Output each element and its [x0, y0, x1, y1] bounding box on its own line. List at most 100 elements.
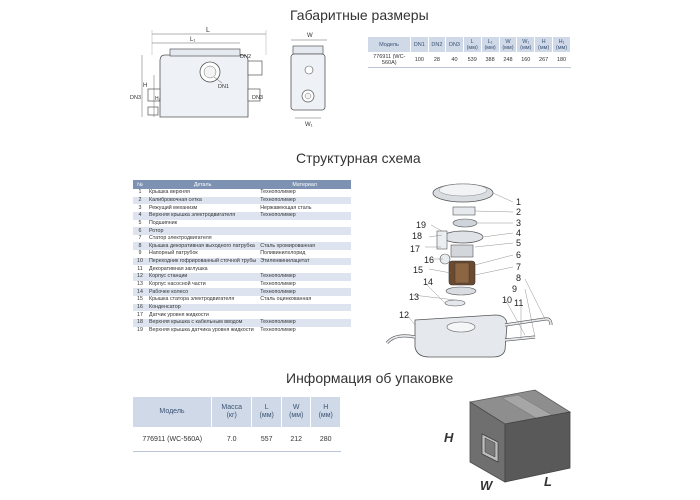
header-material: Материал	[258, 180, 351, 189]
parts-name-cell: Конденсатор	[147, 303, 259, 312]
pack-header-l: L(мм)	[251, 397, 282, 427]
parts-material-cell: Технополимер	[258, 196, 351, 205]
header-part: Деталь	[147, 180, 259, 189]
parts-name-cell: Статор электродвигателя	[149, 235, 212, 242]
h1-cell: 180	[552, 52, 571, 68]
box-label-H: H	[444, 430, 454, 445]
parts-num-cell: 19	[137, 326, 143, 333]
dim-header-cell: H₁(мм)	[552, 37, 571, 52]
pack-header-w: W(мм)	[281, 397, 312, 427]
parts-material-cell: Сталь хромированная	[258, 242, 351, 251]
packing-table: Модель Масса(кг) L(мм) W(мм) H(мм) 77691…	[133, 397, 341, 452]
parts-num-cell: 15	[137, 296, 143, 303]
dim-label-L1: L₁	[190, 37, 195, 43]
pack-h-cell: 280	[310, 427, 341, 452]
callout-16: 16	[424, 255, 435, 265]
parts-num-cell: 11	[137, 265, 143, 272]
dim-label-H1: H₁	[155, 96, 161, 102]
callout-17: 17	[410, 244, 421, 254]
parts-name-cell: Корпус насосной части	[149, 281, 206, 287]
dim-label-H: H	[143, 83, 147, 89]
front-view-drawing: L L₁ H H₁ DN1 DN2 DN3 DN3	[130, 27, 267, 118]
w-cell: 248	[499, 52, 517, 68]
dim-header-cell: DN1	[410, 37, 429, 52]
l-cell: 539	[463, 52, 482, 68]
callout-13: 13	[409, 292, 420, 302]
parts-name-cell: Декоративная заглушка	[149, 265, 208, 272]
parts-num-cell: 2	[133, 196, 147, 205]
callout-5: 5	[516, 238, 522, 248]
pack-header-mass: Масса(кг)	[211, 397, 253, 427]
callout-1: 1	[516, 197, 522, 207]
callout-7: 7	[516, 262, 522, 272]
dn2-cell: 28	[428, 52, 446, 68]
parts-name-cell: Переходник гофрированный сточной трубы	[147, 257, 259, 266]
dimensions-title: Габаритные размеры	[290, 7, 429, 23]
parts-num-cell: 16	[133, 303, 147, 312]
dn1-cell: 100	[410, 52, 429, 68]
parts-name-cell: Калибровочная сетка	[147, 196, 259, 205]
dim-label-DN3-right: DN3	[252, 95, 263, 101]
parts-material-cell: Технополимер	[258, 273, 351, 281]
pack-mass-cell: 7.0	[211, 427, 252, 452]
exploded-view-drawing	[385, 183, 553, 358]
dim-header-cell: H(мм)	[534, 37, 554, 52]
parts-name-cell: Режущий механизм	[149, 204, 198, 211]
parts-name-cell: Корпус станции	[147, 273, 259, 281]
callout-18: 18	[412, 231, 423, 241]
table-row: 776911 (WC-560A) 100 28 40 539 388 248 1…	[368, 52, 571, 68]
pack-header-h: H(мм)	[310, 397, 341, 427]
callout-15: 15	[413, 265, 424, 275]
parts-material-cell: Технополимер	[260, 281, 296, 287]
dim-label-W: W	[307, 33, 313, 39]
dim-header-cell: W(мм)	[499, 37, 518, 52]
parts-num-cell: 9	[138, 250, 142, 257]
parts-num-cell: 5	[138, 219, 142, 226]
parts-material-cell: Сталь оцинкованная	[260, 296, 312, 303]
parts-name-cell: Верхняя крышка электродвигателя	[147, 211, 259, 220]
callout-10: 10	[502, 295, 513, 305]
dim-label-DN3-left: DN3	[130, 95, 141, 101]
parts-name-cell: Крышка статора электродвигателя	[149, 296, 235, 303]
callout-6: 6	[516, 250, 522, 260]
parts-num-cell: 4	[133, 211, 147, 220]
parts-material-cell	[258, 220, 351, 228]
dim-header-cell: Модель	[368, 37, 411, 52]
parts-name-cell: Крышка декоративная выходного патрубка	[147, 242, 259, 251]
parts-num-cell: 18	[133, 318, 147, 327]
packing-title: Информация об упаковке	[286, 370, 454, 386]
parts-num-cell: 17	[137, 311, 143, 318]
parts-material-cell	[258, 311, 351, 319]
parts-name-cell: Напорный патрубок	[149, 250, 198, 257]
dim-label-W1: W₁	[305, 122, 313, 128]
dim-header-cell: W₁(мм)	[516, 37, 536, 52]
parts-num-cell: 14	[133, 288, 147, 296]
box-label-W: W	[480, 478, 494, 492]
callout-12: 12	[399, 310, 410, 320]
table-row: 19 Верхняя крышка датчика уровня жидкости…	[133, 327, 351, 335]
parts-name-cell: Крышка верхняя	[149, 189, 190, 196]
parts-material-cell	[258, 303, 351, 312]
parts-name-cell: Верхняя крышка с кабельным вводом	[147, 318, 259, 327]
l1-cell: 388	[481, 52, 499, 68]
header-num: №	[133, 180, 147, 189]
parts-num-cell: 7	[138, 235, 142, 242]
dim-header-cell: L₁(мм)	[481, 37, 500, 52]
parts-num-cell: 1	[138, 189, 142, 196]
parts-name-cell: Верхняя крышка датчика уровня жидкости	[149, 326, 254, 333]
pack-l-cell: 557	[251, 427, 282, 452]
